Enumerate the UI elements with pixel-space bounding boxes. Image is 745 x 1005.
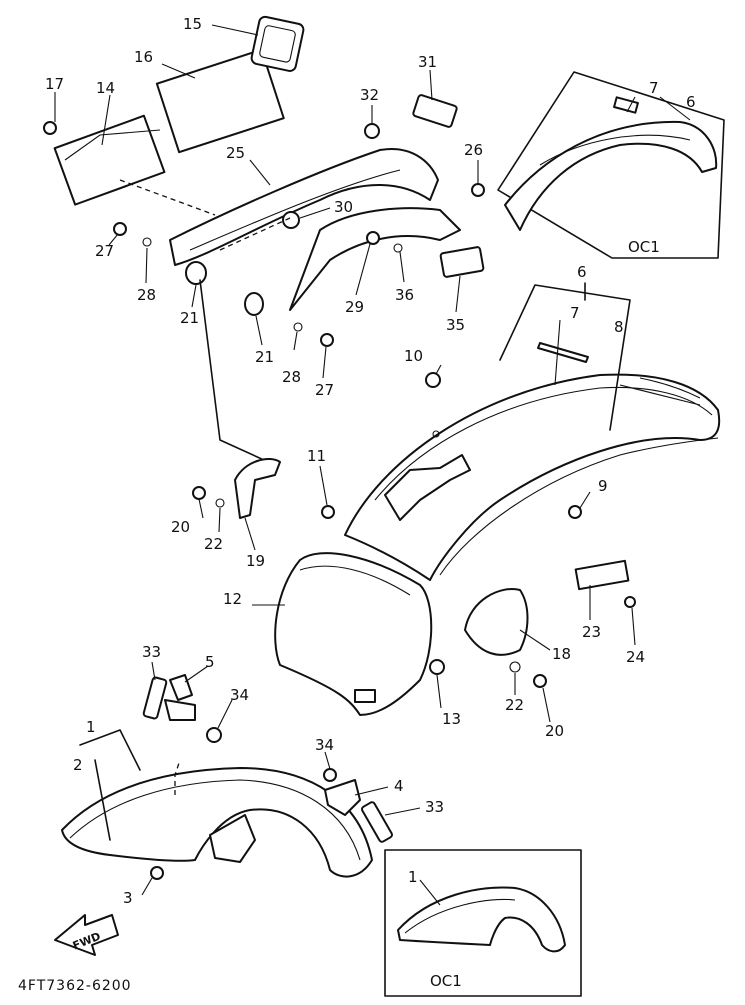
callout-22-right: 22 <box>505 696 524 714</box>
callout-24: 24 <box>626 648 645 666</box>
callout-30: 30 <box>334 198 353 216</box>
callout-29: 29 <box>345 298 364 316</box>
callout-9: 9 <box>598 477 608 495</box>
hardware <box>43 121 636 880</box>
callout-33-left: 33 <box>142 643 161 661</box>
callout-17: 17 <box>45 75 64 93</box>
callout-1-inset: 1 <box>408 868 418 886</box>
callout-12: 12 <box>223 590 242 608</box>
seat-rail-assembly <box>53 15 485 466</box>
front-fender-inset: OC1 <box>384 849 582 997</box>
callout-8: 8 <box>614 318 624 336</box>
leader-lines <box>54 24 636 906</box>
callout-31: 31 <box>418 53 437 71</box>
inset-rear-label: OC1 <box>628 238 660 256</box>
inner-fender <box>274 552 433 716</box>
callout-5: 5 <box>205 653 215 671</box>
callout-3: 3 <box>123 889 133 907</box>
callout-10: 10 <box>404 347 423 365</box>
inset-front-label: OC1 <box>430 972 462 990</box>
callout-27-left: 27 <box>95 242 114 260</box>
callout-34-left: 34 <box>230 686 249 704</box>
callout-19: 19 <box>246 552 265 570</box>
callout-34-right: 34 <box>315 736 334 754</box>
callout-32: 32 <box>360 86 379 104</box>
callout-20-left: 20 <box>171 518 190 536</box>
callout-21-left: 21 <box>180 309 199 327</box>
rear-fender-inset: OC1 <box>497 71 725 259</box>
callout-7: 7 <box>570 304 580 322</box>
fwd-arrow: FWD <box>54 914 119 956</box>
callout-21-right: 21 <box>255 348 274 366</box>
callout-22-left: 22 <box>204 535 223 553</box>
callout-23: 23 <box>582 623 601 641</box>
callout-35: 35 <box>446 316 465 334</box>
callout-6-inset: 6 <box>686 93 696 111</box>
callout-25: 25 <box>226 144 245 162</box>
drawing-code: 4FT7362-6200 <box>18 978 132 994</box>
callout-36: 36 <box>395 286 414 304</box>
callout-labels: 1 2 3 4 5 6 7 6 7 8 9 10 11 12 13 14 15 … <box>45 15 696 907</box>
callout-28-right: 28 <box>282 368 301 386</box>
callout-33-right: 33 <box>425 798 444 816</box>
callout-11: 11 <box>307 447 326 465</box>
callout-28-left: 28 <box>137 286 156 304</box>
callout-7-inset: 7 <box>649 79 659 97</box>
callout-2: 2 <box>73 756 83 774</box>
callout-18: 18 <box>552 645 571 663</box>
callout-6: 6 <box>577 263 587 281</box>
callout-4: 4 <box>394 777 404 795</box>
callout-13: 13 <box>442 710 461 728</box>
rear-fender <box>344 282 721 581</box>
callout-16: 16 <box>134 48 153 66</box>
callout-20-right: 20 <box>545 722 564 740</box>
callout-1: 1 <box>86 718 96 736</box>
front-fender <box>61 729 373 878</box>
callout-26: 26 <box>464 141 483 159</box>
callout-27-right: 27 <box>315 381 334 399</box>
callout-15: 15 <box>183 15 202 33</box>
callout-14: 14 <box>96 79 115 97</box>
